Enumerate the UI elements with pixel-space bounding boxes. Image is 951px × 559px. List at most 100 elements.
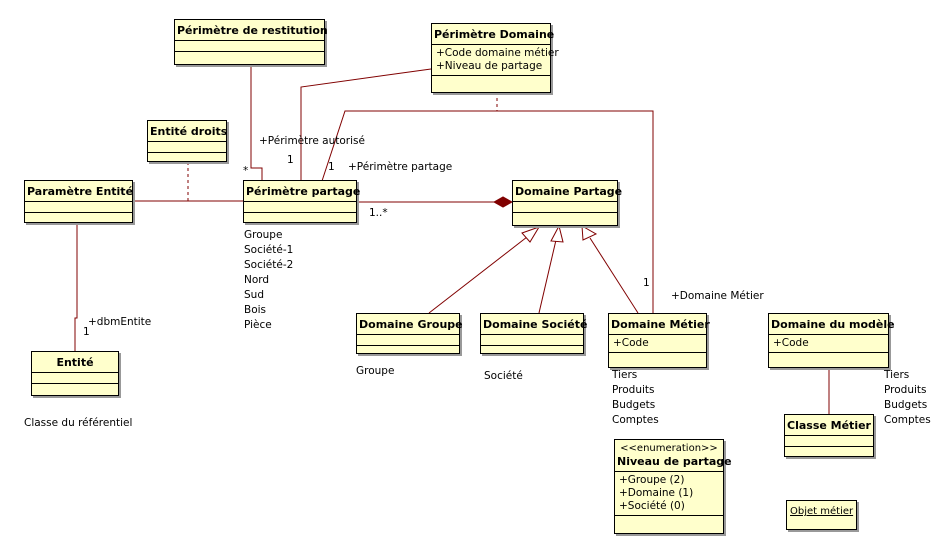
attributes-section [32, 372, 118, 383]
class-name: Entité [56, 356, 94, 369]
class-parametre-entite[interactable]: Paramètre Entité [24, 180, 133, 223]
class-name: Domaine Métier [611, 318, 710, 331]
attributes-section: +Code domaine métier +Niveau de partage [432, 44, 559, 75]
class-name: Périmètre Domaine [434, 28, 555, 41]
class-domaine-groupe[interactable]: Domaine Groupe [356, 313, 463, 356]
operations-section [432, 75, 550, 86]
class-name: Domaine du modèle [771, 318, 895, 331]
operations-section [357, 345, 459, 356]
class-name: Entité droits [150, 125, 228, 138]
value-item: Société-1 [244, 244, 294, 256]
attributes-section [244, 201, 356, 212]
attributes-section: +Code [769, 334, 888, 352]
attributes-section [25, 201, 132, 212]
class-perimetre-domaine[interactable]: Périmètre Domaine +Code domaine métier +… [431, 23, 559, 93]
object-objet-metier[interactable]: Objet métier [786, 500, 858, 530]
class-entite[interactable]: Entité [31, 351, 119, 396]
class-domaine-modele[interactable]: Domaine du modèle +Code [768, 313, 895, 368]
class-name: Niveau de partage [617, 455, 732, 468]
assoc-restitution-partage [250, 64, 263, 181]
attributes-section: +Groupe (2) +Domaine (1) +Société (0) [615, 471, 723, 515]
societe-note: Société [484, 370, 523, 382]
attributes-section [481, 334, 583, 345]
multiplicity-star: * [243, 165, 249, 177]
value-item: Sud [244, 289, 264, 301]
operations-section [785, 446, 873, 457]
stereotype-label: <<enumeration>> [620, 443, 718, 454]
class-domaine-metier[interactable]: Domaine Métier +Code [608, 313, 710, 368]
attributes-section [148, 141, 226, 152]
value-item: Produits [612, 384, 655, 396]
multiplicity-one: 1 [83, 326, 90, 338]
inheritance-arrow-societe [550, 224, 564, 243]
value-item: Pièce [244, 319, 272, 331]
enum-literal: +Domaine (1) [619, 487, 694, 499]
attribute: +Niveau de partage [436, 60, 543, 72]
value-item: Groupe [244, 229, 283, 241]
multiplicity-one-many: 1..* [369, 207, 388, 219]
role-dbm-entite: +dbmEntite [88, 316, 152, 328]
enum-niveau-partage[interactable]: <<enumeration>> Niveau de partage +Group… [614, 439, 732, 534]
generalization-societe [538, 239, 557, 314]
class-name: Domaine Société [483, 318, 588, 331]
value-item: Produits [884, 384, 927, 396]
class-domaine-partage[interactable]: Domaine Partage [512, 180, 623, 226]
attributes-section [357, 334, 459, 345]
class-name: Domaine Partage [515, 185, 623, 198]
value-item: Budgets [612, 399, 656, 411]
value-item: Comptes [612, 414, 659, 426]
class-perimetre-restitution[interactable]: Périmètre de restitution [174, 19, 328, 65]
class-domaine-societe[interactable]: Domaine Société [480, 313, 588, 356]
assoc-domaine-partage [300, 68, 432, 181]
class-name: Domaine Groupe [359, 318, 463, 331]
class-entite-droits[interactable]: Entité droits [147, 120, 227, 162]
modele-values: Tiers Produits Budgets Comptes [884, 368, 931, 428]
class-name: Classe Métier [787, 419, 871, 432]
class-perimetre-partage[interactable]: Périmètre partage [243, 180, 361, 223]
class-name: Paramètre Entité [27, 185, 134, 198]
value-item: Tiers [612, 369, 638, 381]
generalization-metier [589, 237, 639, 314]
assoc-parametre-entite [74, 222, 78, 351]
class-name: Périmètre de restitution [177, 24, 328, 37]
assoc-partage-metier [321, 110, 654, 313]
groupe-note: Groupe [356, 365, 395, 377]
operations-section [244, 212, 356, 223]
attributes-section [785, 435, 873, 446]
value-item: Bois [244, 304, 267, 316]
operations-section [481, 345, 583, 356]
attribute: +Code [773, 337, 809, 349]
operations-section [513, 212, 617, 223]
operations-section [32, 383, 118, 394]
value-item: Société-2 [244, 259, 294, 271]
composition-diamond [492, 196, 514, 208]
inheritance-arrow-metier [581, 225, 598, 241]
entite-note: Classe du référentiel [24, 417, 133, 429]
attribute: +Code domaine métier [436, 47, 559, 59]
attributes-section [175, 40, 324, 51]
multiplicity-one: 1 [287, 154, 294, 166]
value-item: Tiers [884, 369, 910, 381]
multiplicity-one: 1 [643, 277, 650, 289]
operations-section [175, 51, 324, 62]
enum-literal: +Société (0) [619, 500, 685, 512]
attribute: +Code [613, 337, 649, 349]
value-item: Comptes [884, 414, 931, 426]
value-item: Nord [244, 274, 270, 286]
enum-literal: +Groupe (2) [619, 474, 685, 486]
operations-section [615, 515, 723, 526]
role-perimetre-autorise: +Périmètre autorisé [259, 135, 365, 147]
role-domaine-metier: +Domaine Métier [671, 290, 764, 302]
perimetre-partage-values: Groupe Société-1 Société-2 Nord Sud Bois… [244, 228, 293, 333]
multiplicity-one: 1 [328, 161, 335, 173]
value-item: Budgets [884, 399, 928, 411]
operations-section [769, 352, 888, 363]
metier-values: Tiers Produits Budgets Comptes [612, 368, 659, 428]
class-classe-metier[interactable]: Classe Métier [784, 414, 874, 457]
attributes-section: +Code [609, 334, 706, 352]
class-name: Périmètre partage [246, 185, 361, 198]
role-perimetre-partage: +Périmètre partage [348, 161, 453, 173]
operations-section [25, 212, 132, 223]
operations-section [148, 152, 226, 163]
